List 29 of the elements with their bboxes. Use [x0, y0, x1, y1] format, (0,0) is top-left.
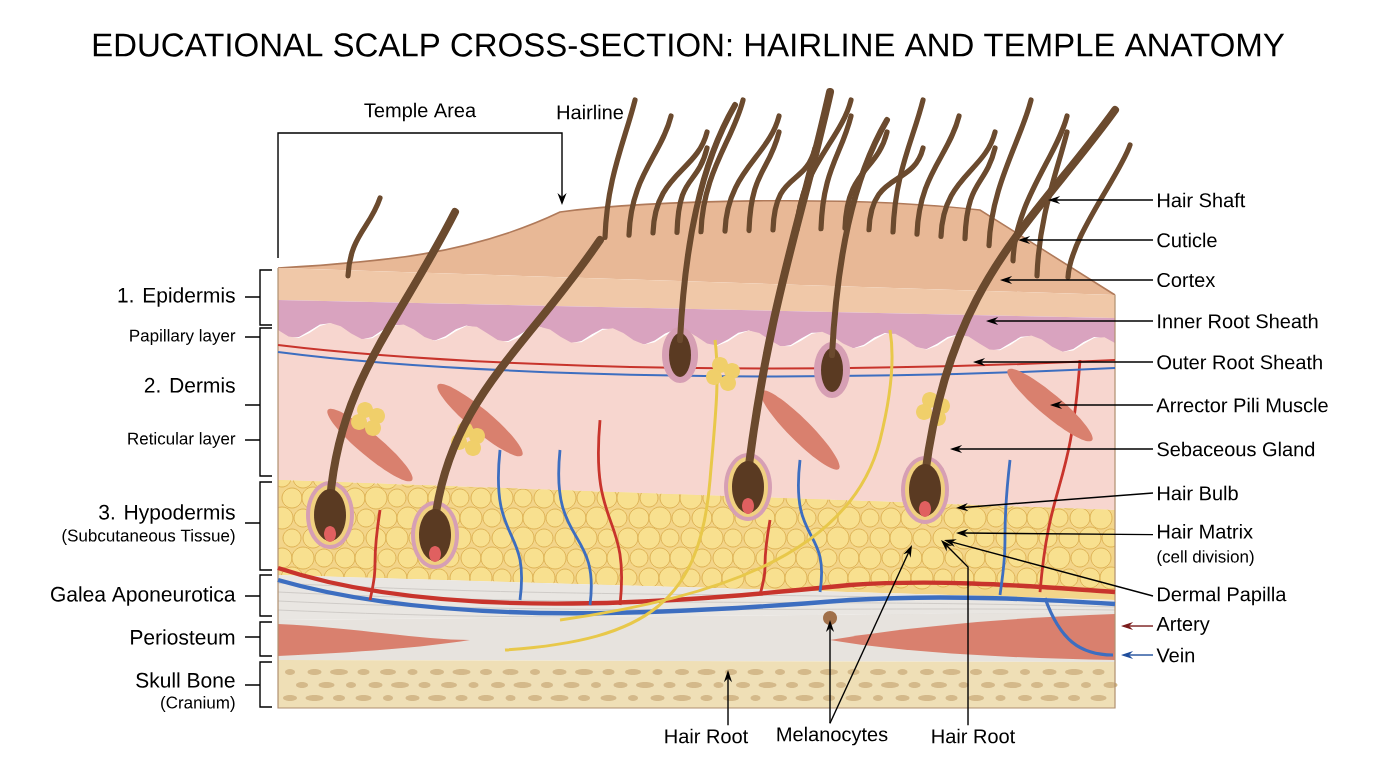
layer-label: 2. Dermis — [144, 377, 235, 393]
callout-label: Cortex — [1157, 272, 1216, 288]
layer-label: Temple Area — [364, 102, 477, 122]
callout-label: Inner Root Sheath — [1158, 313, 1318, 329]
leader-line — [941, 540, 969, 726]
callout-label: Cuticle — [1157, 232, 1217, 248]
layer-label: Papillary layer — [130, 329, 236, 345]
layer-label: Reticular layer — [128, 432, 236, 448]
callout-label: Hair Root — [665, 728, 749, 744]
layer-label: (Subcutaneous Tissue) — [62, 529, 235, 545]
callout-label: Hair Shaft — [1158, 192, 1246, 208]
callout-label: Arrector Pili Muscle — [1156, 397, 1328, 413]
callout-label: Vein — [1156, 647, 1195, 663]
callout-label: Hair Bulb — [1158, 485, 1238, 501]
layer-label: Periosteum — [131, 629, 235, 645]
layer-label: 3. Hypodermis — [99, 504, 235, 524]
layer-label: Hairline — [557, 104, 623, 120]
callout-label: Melanocytes — [777, 726, 888, 746]
callout-label: Hair Root — [932, 728, 1016, 744]
callout-label: Sebaceous Gland — [1157, 441, 1315, 457]
callout-label: Hair Matrix (cell division) — [1157, 524, 1254, 566]
callout-label: Artery — [1156, 617, 1210, 635]
layer-label: 1. Epidermis — [118, 287, 235, 307]
callout-label: Dermal Papilla — [1158, 586, 1287, 606]
layer-label: Skull Bone — [136, 672, 235, 688]
layer-label: (Cranium) — [161, 696, 235, 712]
layer-label: Galea Aponeurotica — [51, 586, 236, 606]
callout-label: Outer Root Sheath — [1157, 354, 1322, 370]
title: EDUCATIONAL SCALP CROSS-SECTION: HAIRLINE AND TEMPLE ANATOMY — [93, 33, 1285, 57]
